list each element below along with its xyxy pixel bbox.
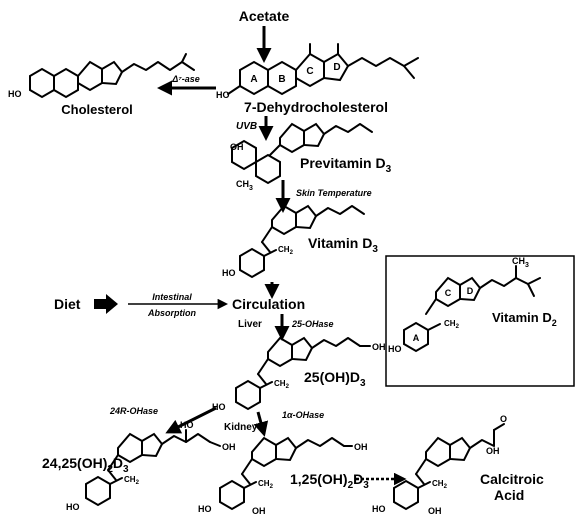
oh125-label: 1,25(OH)2D3 [290,471,369,491]
ring-d-label: D [333,62,340,73]
d2-ch3: CH3 [512,256,529,269]
previtamin-label: Previtamin D3 [300,155,392,175]
uvb-label: UVB [236,121,257,132]
vitamin-d2-box [385,255,575,387]
ring-c-label: C [306,66,313,77]
calcitroic-oh-bottom: OH [428,506,442,515]
ohase24r-label: 24R-OHase [109,406,158,416]
d2-ch2: CH2 [444,319,460,330]
oh25-oh: OH [372,342,386,352]
cholesterol-ho: HO [8,89,22,99]
oh2425-structure: HO OH CH2 HO [66,420,236,512]
oh25-ch2: CH2 [274,379,290,390]
vitd3-ho: HO [222,268,236,278]
calcitroic-structure: O OH CH2 HO OH [372,414,507,515]
kidney-label: Kidney [224,422,258,433]
absorption-label: Absorption [147,308,196,318]
dehydro-ho: HO [216,90,230,100]
oh2425-ho-top: HO [180,420,194,430]
oh2425-ch2: CH2 [124,475,140,486]
calcitroic-o: O [500,414,507,424]
ohase1a-label: 1α-OHase [282,410,324,420]
d2-ring-a: A [413,333,420,343]
ohase25-label: 25-OHase [291,319,334,329]
oh2425-ho: HO [66,502,80,512]
oh2425-oh: OH [222,442,236,452]
cholesterol-label: Cholesterol [61,102,133,117]
oh125-ho: HO [198,504,212,514]
oh2425-label: 24,25(OH)2D3 [42,455,129,475]
previtamin-oh: OH [230,142,244,152]
vitd3-ch2: CH2 [278,245,294,256]
skin-temp-label: Skin Temperature [296,188,372,198]
d2-ho: HO [388,344,402,354]
ring-a-label: A [250,74,257,85]
oh125-oh: OH [354,442,368,452]
dehydrocholesterol-label: 7-Dehydrocholesterol [244,99,388,115]
d2-ring-c: C [445,288,452,298]
acid-label: Acid [494,487,524,503]
ohase24r-arrow [165,406,217,434]
oh125-ch2: CH2 [258,479,274,490]
calcitroic-oh: OH [486,446,500,456]
previtamin-ch3: CH3 [236,179,253,192]
liver-label: Liver [238,319,262,330]
intestinal-label: Intestinal [152,292,192,302]
diet-label: Diet [54,296,81,312]
acetate-label: Acetate [239,8,290,24]
d2-ring-d: D [467,286,474,296]
ring-b-label: B [278,74,285,85]
ohase1a-arrow [253,411,269,437]
calcitroic-label: Calcitroic [480,471,544,487]
vitamin-d2-structure: C D A CH3 CH2 HO [388,256,541,354]
oh125-structure: OH CH2 HO OH [198,436,368,515]
circulation-label: Circulation [232,296,305,312]
vitamin-d3-structure: HO CH2 [222,204,365,279]
oh25-structure: OH CH2 HO [212,336,386,412]
vitamin-d3-label: Vitamin D3 [308,235,378,255]
diet-block-arrow [94,294,118,314]
calcitroic-ho: HO [372,504,386,514]
oh25-label: 25(OH)D3 [304,369,366,389]
previtamin-structure: OH CH3 [230,122,373,192]
vitamin-d2-label: Vitamin D2 [492,310,557,328]
calcitroic-ch2: CH2 [432,479,448,490]
delta7-label: Δ⁷-ase [171,74,200,84]
dehydrocholesterol-structure: A B C D HO [216,43,419,100]
oh125-oh-bottom: OH [252,506,266,515]
oh25-ho: HO [212,402,226,412]
cholesterol-structure: HO [8,53,195,99]
